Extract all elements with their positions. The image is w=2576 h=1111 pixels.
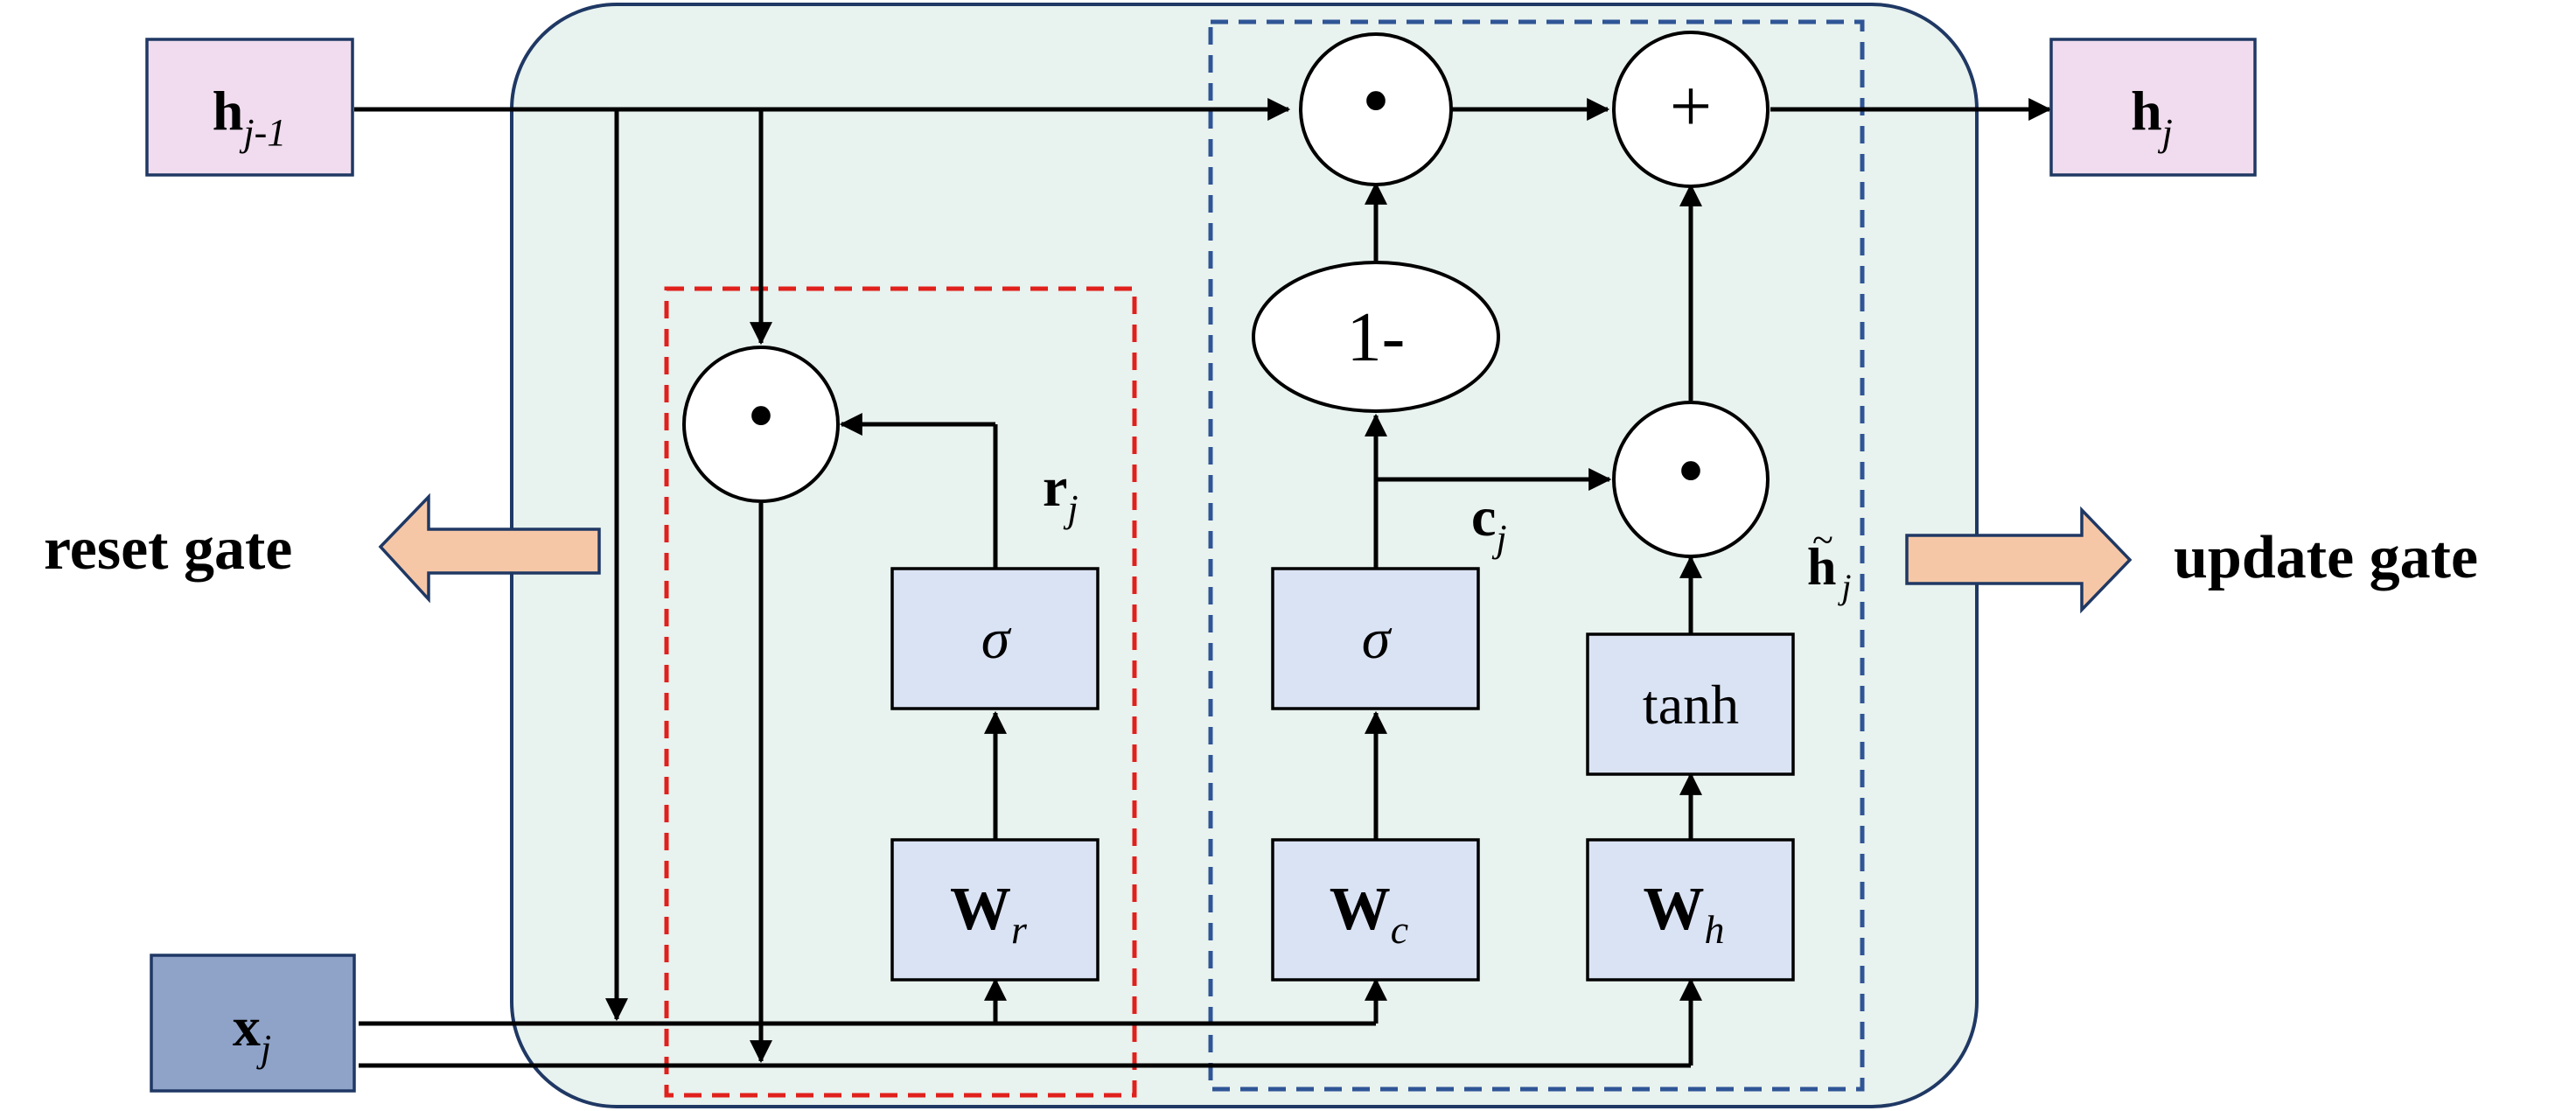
reset-multiply-node: • bbox=[682, 346, 840, 503]
update-weight-h-base: W bbox=[1644, 876, 1705, 943]
x-base: x bbox=[233, 996, 261, 1058]
candidate-sub: j bbox=[1837, 567, 1851, 606]
x-input: xj bbox=[150, 954, 356, 1093]
svg-text:xj: xj bbox=[233, 996, 271, 1070]
candidate-accent: ~ bbox=[1812, 519, 1833, 562]
tanh-box: tanh bbox=[1586, 632, 1795, 776]
h-out-sub: j bbox=[2158, 111, 2173, 154]
svg-text:hj: hj bbox=[1807, 538, 1852, 606]
one-minus-label: 1- bbox=[1347, 299, 1406, 376]
update-weight-h-sub: h bbox=[1705, 907, 1725, 952]
update-sigma-box: σ bbox=[1271, 567, 1480, 710]
update-gate-arrow-icon bbox=[1905, 506, 2133, 614]
reset-signal-label: rj bbox=[1043, 456, 1079, 530]
tanh-label: tanh bbox=[1643, 674, 1739, 736]
reset-weight-sub: r bbox=[1011, 907, 1028, 952]
reset-gate-arrow-icon bbox=[378, 493, 601, 604]
svg-text:Wh: Wh bbox=[1644, 876, 1725, 952]
add-symbol: + bbox=[1670, 64, 1713, 148]
reset-gate-title: reset gate bbox=[44, 515, 292, 583]
h-prev-sub: j-1 bbox=[239, 111, 286, 154]
reset-weight-base: W bbox=[950, 876, 1011, 943]
update-signal-label: cj bbox=[1471, 486, 1507, 560]
reset-weight-box: Wr bbox=[890, 838, 1100, 982]
svg-text:Wr: Wr bbox=[950, 876, 1028, 952]
h-prev-base: h bbox=[213, 80, 244, 142]
update-weight-c-base: W bbox=[1330, 876, 1391, 943]
svg-text:Wc: Wc bbox=[1330, 876, 1408, 952]
add-node: + bbox=[1612, 31, 1770, 188]
update-multiply-right-node: • bbox=[1612, 401, 1770, 558]
reset-multiply-symbol: • bbox=[749, 378, 773, 455]
svg-text:hj: hj bbox=[2131, 80, 2173, 154]
update-weight-c-sub: c bbox=[1391, 907, 1408, 952]
x-sub: j bbox=[256, 1027, 271, 1070]
candidate-base: h bbox=[1807, 538, 1836, 596]
reset-gate-region bbox=[664, 286, 1137, 1098]
h-output: hj bbox=[2049, 38, 2257, 177]
reset-sigma-label: σ bbox=[981, 607, 1012, 671]
svg-text:hj-1: hj-1 bbox=[213, 80, 286, 154]
update-sigma-label: σ bbox=[1362, 607, 1393, 671]
update-weight-h-box: Wh bbox=[1586, 838, 1795, 982]
reset-sigma-box: σ bbox=[890, 567, 1100, 710]
wires bbox=[354, 98, 2052, 1068]
h-out-base: h bbox=[2131, 80, 2162, 142]
update-gate-title: update gate bbox=[2174, 524, 2478, 591]
one-minus-node: 1- bbox=[1252, 261, 1500, 413]
update-multiply-right-symbol: • bbox=[1679, 433, 1703, 510]
update-multiply-top-node: • bbox=[1299, 32, 1453, 186]
update-weight-c-box: Wc bbox=[1271, 838, 1480, 982]
h-prev-input: hj-1 bbox=[145, 38, 354, 177]
update-multiply-top-symbol: • bbox=[1364, 63, 1388, 140]
update-gate-region bbox=[1208, 19, 1865, 1092]
